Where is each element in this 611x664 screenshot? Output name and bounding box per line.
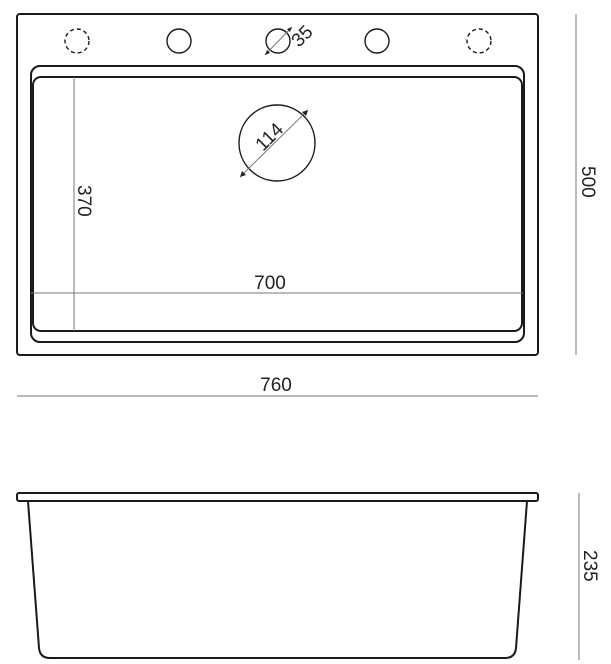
drain-diameter-line [239, 109, 309, 178]
tap-hole-diameter-line [264, 26, 293, 56]
tap-hole-right-icon [364, 28, 390, 54]
drain-hole-icon [238, 104, 316, 182]
top-view: 35 114 370 700 500 760 [16, 13, 598, 397]
side-view: 235 [16, 492, 600, 660]
arrow-head-icon [240, 171, 246, 177]
overall-width-label: 760 [260, 375, 292, 396]
sink-outer-outline [16, 13, 539, 356]
tap-hole-diameter-label: 35 [288, 22, 318, 52]
drain-diameter-label: 114 [252, 119, 289, 156]
overall-depth-label: 500 [577, 166, 598, 198]
arrow-head-icon [287, 27, 292, 32]
bowl-inner-outline [32, 76, 523, 332]
bowl-depth-label: 370 [73, 185, 94, 217]
bowl-rim-outline [30, 65, 525, 343]
arrow-head-icon [302, 110, 308, 116]
arrow-head-icon [265, 50, 270, 55]
bowl-height-label: 235 [579, 550, 600, 582]
optional-tap-hole-right-icon [466, 28, 492, 54]
bowl-side-profile [27, 500, 528, 659]
tap-hole-center-icon [265, 28, 291, 54]
tap-hole-left-icon [166, 28, 192, 54]
bowl-width-label: 700 [254, 273, 286, 294]
optional-tap-hole-left-icon [64, 28, 90, 54]
sink-lip-outline [16, 492, 539, 502]
